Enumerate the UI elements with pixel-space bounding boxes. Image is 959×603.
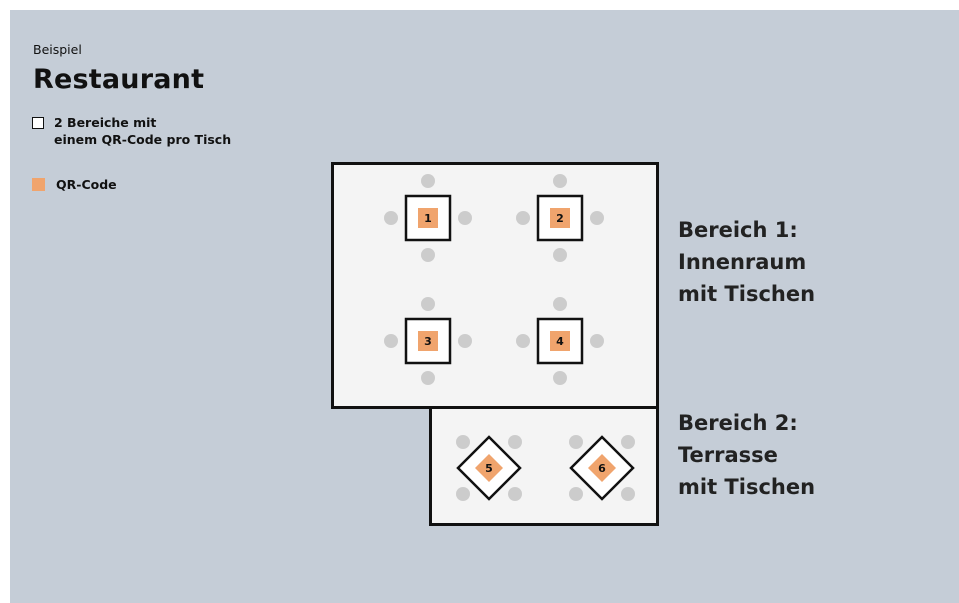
table-2: 2 bbox=[516, 174, 604, 262]
table-6: 6 bbox=[569, 435, 635, 501]
table-number: 3 bbox=[424, 335, 432, 348]
table-1: 1 bbox=[384, 174, 472, 262]
area-1-label-line1: Bereich 1: bbox=[678, 218, 798, 242]
chair bbox=[569, 487, 583, 501]
table-number: 2 bbox=[556, 212, 564, 225]
table-top bbox=[404, 194, 452, 242]
chair bbox=[421, 297, 435, 311]
qr-code-icon bbox=[550, 208, 570, 228]
legend-qr-icon bbox=[32, 178, 45, 191]
qr-code-icon bbox=[475, 454, 503, 482]
chair bbox=[384, 334, 398, 348]
chair bbox=[516, 334, 530, 348]
table-number: 5 bbox=[485, 462, 493, 475]
area-1-label-line3: mit Tischen bbox=[678, 282, 816, 306]
chair bbox=[421, 248, 435, 262]
legend-table-icon bbox=[32, 117, 44, 129]
legend-areas-text: 2 Bereiche mit einem QR-Code pro Tisch bbox=[54, 114, 231, 148]
area-1-label-line2: Innenraum bbox=[678, 250, 807, 274]
table-top bbox=[404, 317, 452, 365]
table-number: 6 bbox=[598, 462, 606, 475]
chair bbox=[508, 435, 522, 449]
table-5: 5 bbox=[456, 435, 522, 501]
chair bbox=[456, 435, 470, 449]
chair bbox=[553, 297, 567, 311]
chair bbox=[516, 211, 530, 225]
chair bbox=[590, 211, 604, 225]
chair bbox=[621, 487, 635, 501]
qr-code-icon bbox=[550, 331, 570, 351]
chair bbox=[458, 334, 472, 348]
chair bbox=[621, 435, 635, 449]
chair bbox=[384, 211, 398, 225]
area-2-label-line2: Terrasse bbox=[678, 443, 778, 467]
table-3: 3 bbox=[384, 297, 472, 385]
qr-code-icon bbox=[418, 208, 438, 228]
tables-layer: 1 2 3 4 5 6 bbox=[384, 174, 635, 501]
chair bbox=[590, 334, 604, 348]
table-number: 4 bbox=[556, 335, 564, 348]
qr-code-icon bbox=[418, 331, 438, 351]
diagram-title: Restaurant bbox=[33, 64, 205, 95]
legend-qr: QR-Code bbox=[32, 176, 117, 193]
area-1-innenraum bbox=[331, 162, 659, 409]
legend-areas-line2: einem QR-Code pro Tisch bbox=[54, 132, 232, 147]
area-2-label-line3: mit Tischen bbox=[678, 475, 816, 499]
table-number: 1 bbox=[424, 212, 432, 225]
table-4: 4 bbox=[516, 297, 604, 385]
area-2-label: Bereich 2: Terrasse mit Tischen bbox=[678, 407, 815, 503]
chair bbox=[553, 248, 567, 262]
chair bbox=[458, 211, 472, 225]
chair bbox=[421, 371, 435, 385]
legend-areas: 2 Bereiche mit einem QR-Code pro Tisch bbox=[32, 114, 231, 148]
chair bbox=[553, 174, 567, 188]
legend-qr-label: QR-Code bbox=[56, 177, 117, 192]
area-1-label: Bereich 1: Innenraum mit Tischen bbox=[678, 214, 815, 310]
diagram-subtitle: Beispiel bbox=[33, 42, 82, 57]
chair bbox=[508, 487, 522, 501]
qr-code-icon bbox=[588, 454, 616, 482]
legend-areas-line1: 2 Bereiche mit bbox=[54, 115, 157, 130]
chair bbox=[553, 371, 567, 385]
area-2-label-line1: Bereich 2: bbox=[678, 411, 798, 435]
chair bbox=[569, 435, 583, 449]
chair bbox=[456, 487, 470, 501]
chair bbox=[421, 174, 435, 188]
